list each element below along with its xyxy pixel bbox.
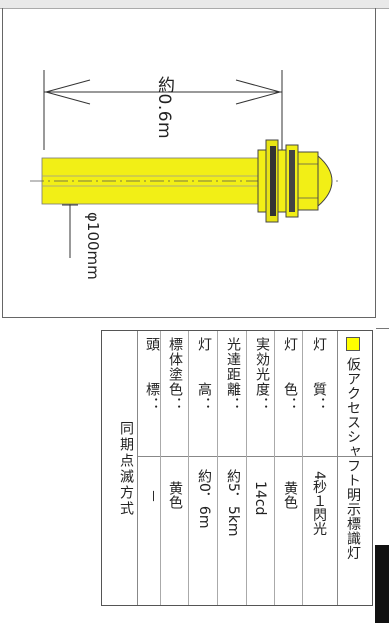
spec-table: 仮アクセスシャフト明示標識灯 灯 質： 4秒１閃光 灯 色： 黄色 実効光度： … [101, 330, 373, 606]
drawing-panel [2, 8, 376, 318]
length-label: 約0.6m [154, 76, 174, 140]
row-label-light-character: 灯 質： [311, 337, 327, 412]
row-label-intensity: 実効光度： [254, 337, 270, 412]
diameter-label: φ100mm [84, 212, 102, 280]
row-label-light-height: 灯 高： [196, 337, 212, 412]
table-title: 仮アクセスシャフト明示標識灯 [343, 337, 363, 560]
row-label-light-color: 灯 色： [282, 337, 298, 412]
row-label-body-paint: 標体塗色： [167, 337, 183, 412]
shaft-drawing [30, 70, 340, 258]
row-value-light-character: 4秒１閃光 [311, 471, 327, 536]
row-label-topmark: 頭 標： [144, 337, 160, 412]
row-value-light-height: 約0．6m [196, 469, 212, 529]
top-rule [0, 0, 389, 9]
lantern-head [257, 139, 333, 223]
page-edge-bar [375, 545, 389, 623]
length-dimension [43, 70, 283, 150]
row-value-light-color: 黄色 [282, 481, 298, 509]
row-value-topmark: － [144, 489, 160, 503]
shaft-body [30, 157, 340, 205]
right-frame [376, 8, 389, 623]
row-value-body-paint: 黄色 [167, 481, 183, 509]
row-value-intensity: 14cd [252, 481, 268, 516]
row-label-range: 光達距離： [225, 337, 241, 412]
table-footer: 同期点滅方式 [118, 421, 134, 517]
row-value-range: 約5．5km [225, 469, 241, 537]
yellow-swatch-icon [346, 337, 360, 351]
